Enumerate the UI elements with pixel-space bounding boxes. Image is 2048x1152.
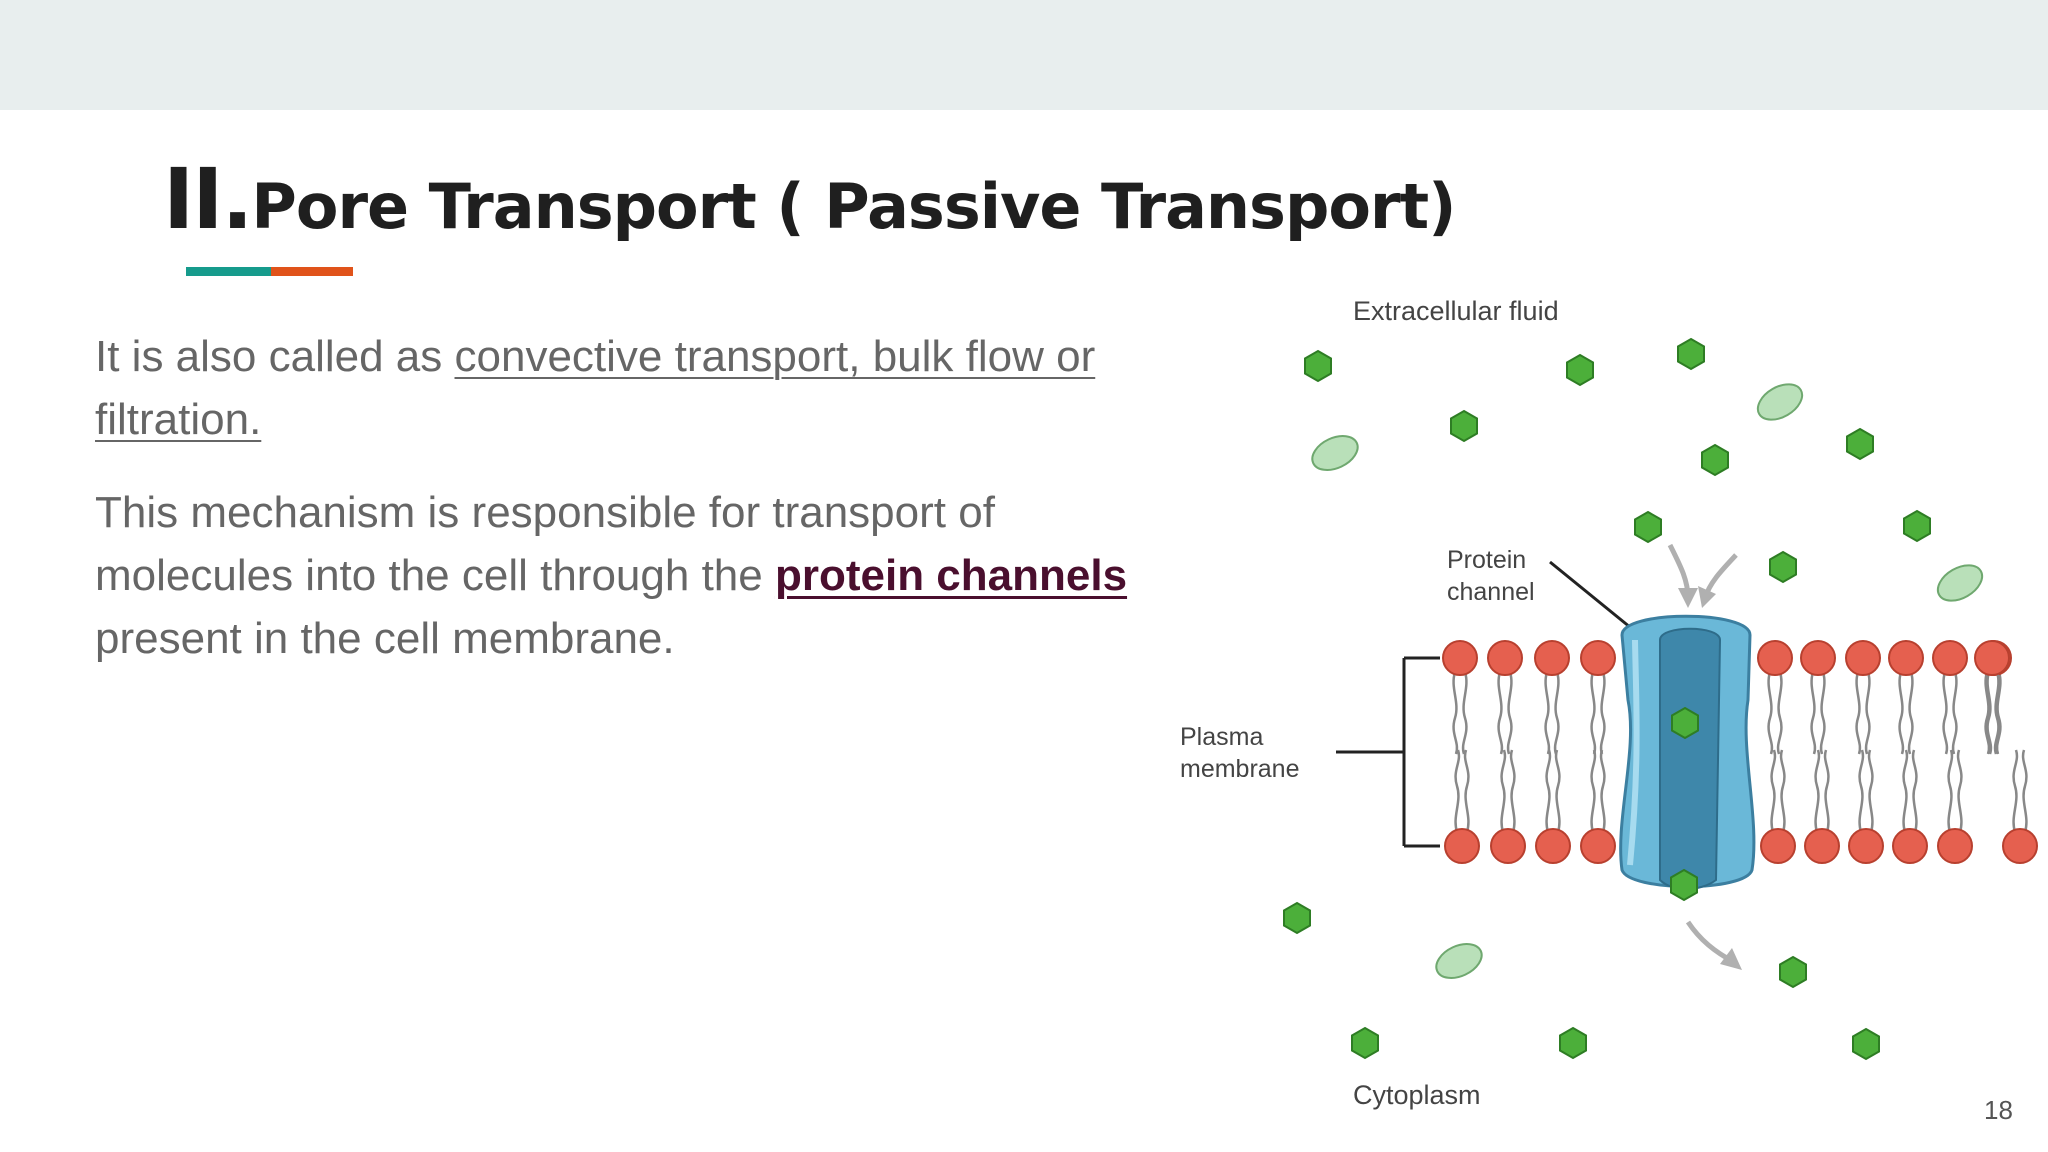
membrane-diagram: Extracellular fluid Protein channel Plas… <box>1160 280 2048 1140</box>
page-number: 18 <box>1984 1095 2013 1125</box>
membrane-bracket <box>1336 656 1440 848</box>
title-accent-orange <box>271 267 353 276</box>
label-plasma: Plasma <box>1180 723 1263 751</box>
protein-channel <box>1619 614 1756 890</box>
title-number: II. <box>163 150 253 248</box>
title-accent-teal <box>186 267 271 276</box>
slide-title: II.Pore Transport ( Passive Transport) <box>163 150 1456 250</box>
paragraph-definition-text: It is also called as <box>95 332 455 381</box>
paragraph-mechanism-text: This mechanism is responsible for transp… <box>95 488 995 600</box>
arrow-heads <box>1678 586 1742 970</box>
slide-body: It is also called as convective transpor… <box>95 325 1195 700</box>
label-protein: Protein <box>1447 546 1526 574</box>
convective-transport-link[interactable]: convective transport, bulk flow or filtr… <box>95 332 1096 444</box>
slide-header-band <box>0 0 2048 110</box>
paragraph-mechanism: This mechanism is responsible for transp… <box>95 481 1195 670</box>
protein-channel-pointer <box>1549 560 1637 634</box>
title-text: Pore Transport ( Passive Transport) <box>251 170 1456 243</box>
label-cytoplasm: Cytoplasm <box>1353 1080 1481 1110</box>
label-membrane: membrane <box>1180 755 1300 783</box>
label-extracellular-fluid: Extracellular fluid <box>1353 296 1559 326</box>
paragraph-definition: It is also called as convective transpor… <box>95 325 1195 451</box>
label-channel: channel <box>1447 578 1535 606</box>
protein-channels-link[interactable]: protein channels <box>774 551 1128 600</box>
membrane-diagram-svg: Extracellular fluid Protein channel Plas… <box>1180 296 2039 1110</box>
paragraph-mechanism-suffix: present in the cell membrane. <box>95 614 675 663</box>
